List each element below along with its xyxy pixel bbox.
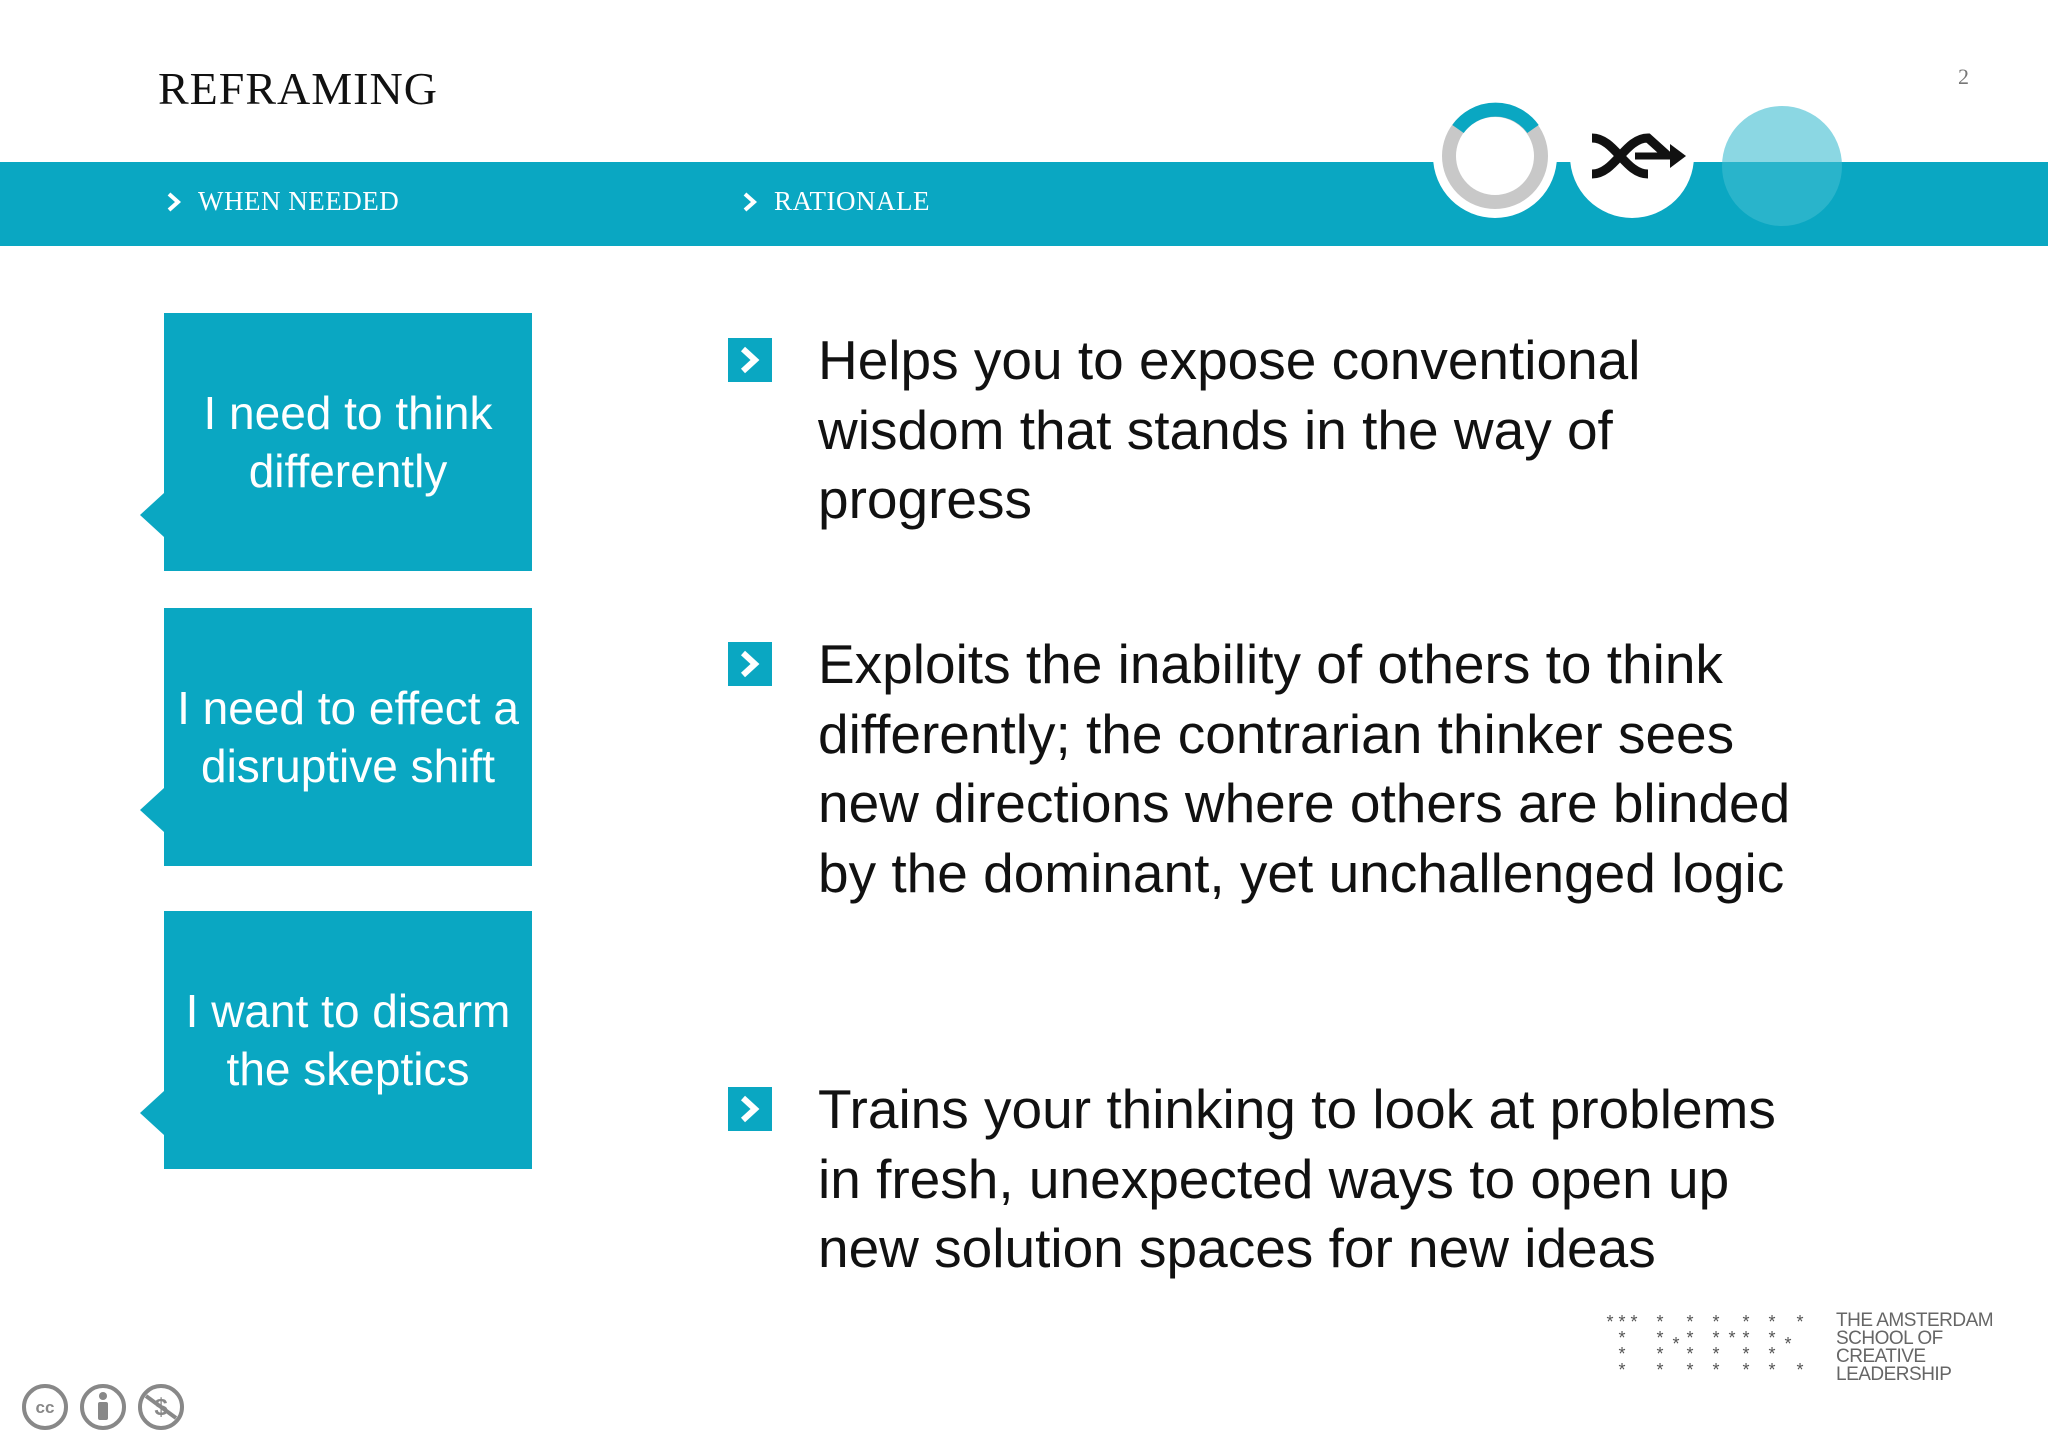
cc-icon: cc [22, 1384, 68, 1430]
column-header-rationale: RATIONALE [740, 186, 930, 217]
when-needed-box: I need to think differently [140, 313, 532, 571]
svg-text:*: * [1768, 1360, 1775, 1380]
svg-text:*: * [1686, 1312, 1693, 1332]
svg-text:*: * [1630, 1312, 1637, 1332]
column-header-label: WHEN NEEDED [198, 186, 400, 216]
svg-text:*: * [1712, 1312, 1719, 1332]
when-needed-text: I want to disarm the skeptics [185, 985, 511, 1095]
svg-text:*: * [1672, 1334, 1679, 1354]
svg-text:*: * [1606, 1312, 1613, 1332]
svg-text:*: * [1656, 1328, 1663, 1348]
svg-text:*: * [1712, 1344, 1719, 1364]
license-icons: cc $ [20, 1382, 186, 1432]
svg-text:*: * [1686, 1344, 1693, 1364]
box-pointer [140, 1091, 164, 1135]
svg-text:*: * [1712, 1328, 1719, 1348]
svg-text:*: * [1768, 1344, 1775, 1364]
rationale-item: Trains your thinking to look at problems… [818, 1078, 1776, 1279]
column-header-when-needed: WHEN NEEDED [164, 186, 399, 217]
svg-text:*: * [1656, 1360, 1663, 1380]
school-name-line: LEADERSHIP [1836, 1364, 1952, 1385]
rationale-item: Exploits the inability of others to thin… [818, 633, 1791, 904]
svg-text:*: * [1796, 1360, 1803, 1380]
column-header-label: RATIONALE [774, 186, 930, 216]
svg-text:*: * [1796, 1312, 1803, 1332]
school-name-line: SCHOOL OF [1836, 1328, 1943, 1349]
chevron-right-icon [167, 192, 182, 211]
svg-text:*: * [1618, 1312, 1625, 1332]
shuffle-arrow-icon [1570, 94, 1694, 218]
svg-text:*: * [1686, 1328, 1693, 1348]
slide-title: REFRAMING [158, 63, 438, 114]
page-number: 2 [1958, 64, 1969, 89]
when-needed-box: I need to effect a disruptive shift [140, 608, 532, 866]
school-logo-mark: *** *** **** ***** **** ***** **** *** [1606, 1312, 1803, 1380]
svg-text:*: * [1742, 1344, 1749, 1364]
faded-circle [1722, 106, 1842, 226]
school-name-line: CREATIVE [1836, 1346, 1926, 1367]
svg-text:cc: cc [36, 1398, 55, 1417]
svg-text:*: * [1742, 1360, 1749, 1380]
when-needed-box: I want to disarm the skeptics [140, 911, 532, 1169]
noncommercial-icon: $ [138, 1384, 184, 1430]
rationale-item: Helps you to expose conventional wisdom … [818, 329, 1641, 530]
svg-text:*: * [1656, 1344, 1663, 1364]
svg-text:*: * [1618, 1344, 1625, 1364]
svg-text:*: * [1712, 1360, 1719, 1380]
header-band [0, 162, 2048, 246]
chevron-right-icon [743, 192, 758, 211]
svg-text:*: * [1618, 1328, 1625, 1348]
box-pointer [140, 788, 164, 832]
when-needed-text: I need to think differently [203, 387, 493, 497]
svg-text:*: * [1768, 1328, 1775, 1348]
svg-text:*: * [1742, 1328, 1749, 1348]
chevron-bullet-icon [728, 338, 772, 382]
svg-text:*: * [1742, 1312, 1749, 1332]
school-name-line: THE AMSTERDAM [1836, 1310, 1994, 1331]
box-pointer [140, 493, 164, 537]
when-needed-text: I need to effect a disruptive shift [177, 682, 519, 792]
svg-text:*: * [1728, 1328, 1735, 1348]
svg-text:*: * [1656, 1312, 1663, 1332]
svg-text:*: * [1784, 1334, 1791, 1354]
svg-text:*: * [1686, 1360, 1693, 1380]
method-logo [1433, 94, 1842, 226]
progress-ring-icon [1433, 94, 1557, 218]
chevron-bullet-icon [728, 1087, 772, 1131]
attribution-icon [80, 1384, 126, 1430]
chevron-bullet-icon [728, 642, 772, 686]
svg-text:*: * [1618, 1360, 1625, 1380]
svg-text:*: * [1768, 1312, 1775, 1332]
school-name: THE AMSTERDAM SCHOOL OF CREATIVE LEADERS… [1836, 1310, 2036, 1385]
